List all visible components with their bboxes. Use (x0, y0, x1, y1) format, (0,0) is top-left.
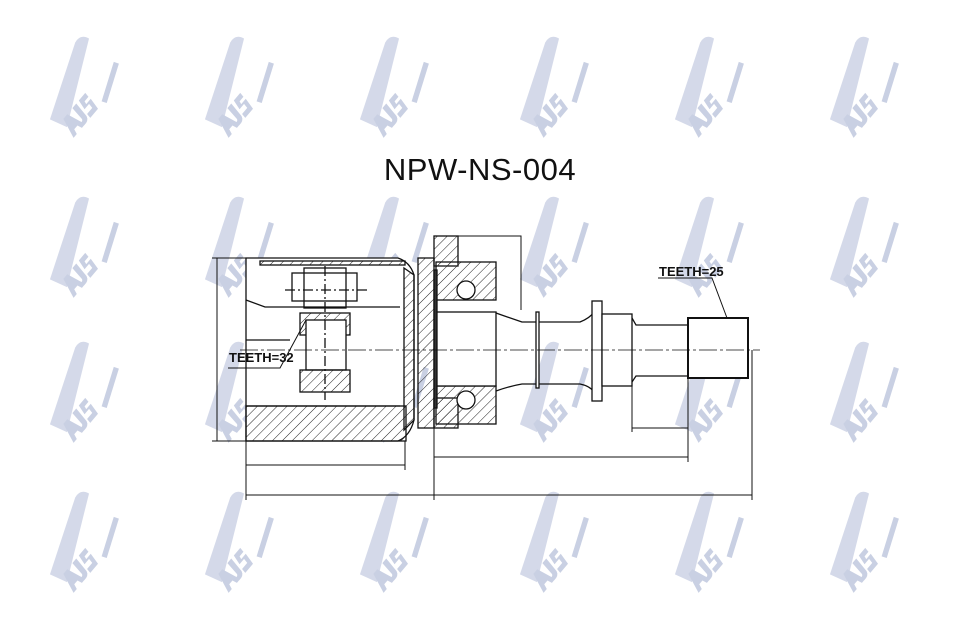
watermark-logo (674, 491, 744, 593)
drive-shaft (495, 300, 749, 402)
watermark-logo (829, 341, 899, 443)
watermark-logo (829, 36, 899, 138)
tripod-spider (285, 266, 368, 400)
watermark-logo (204, 491, 274, 593)
watermark-logo (359, 491, 429, 593)
teeth-inner-label: TEETH=32 (229, 350, 294, 365)
watermark-logo (519, 491, 589, 593)
watermark-logo (49, 491, 119, 593)
watermark-logo (829, 491, 899, 593)
watermark-logo (674, 36, 744, 138)
dimension-lines (212, 235, 753, 500)
watermark-logo (519, 36, 589, 138)
watermark-logo (49, 341, 119, 443)
watermark-logo (829, 196, 899, 298)
bearing (433, 261, 497, 425)
watermark-logo (519, 196, 589, 298)
watermark-logo (204, 36, 274, 138)
watermark-logo (359, 36, 429, 138)
teeth-outer-label: TEETH=25 (659, 264, 724, 279)
watermark-logo (674, 196, 744, 298)
part-number-title: NPW-NS-004 (383, 152, 577, 187)
watermark-logo (49, 196, 119, 298)
watermark-logo (49, 36, 119, 138)
